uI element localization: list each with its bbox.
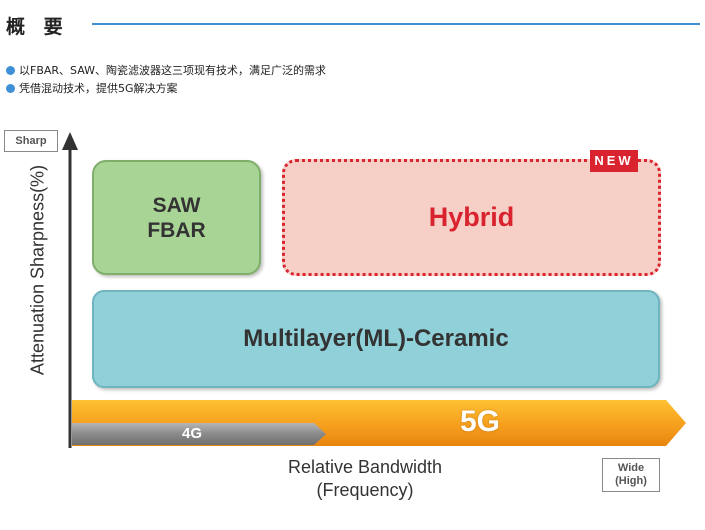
title-divider: [92, 23, 700, 25]
saw-fbar-box: SAW FBAR: [92, 160, 261, 275]
x-axis-label: Relative Bandwidth (Frequency): [230, 456, 500, 502]
x-axis-end-label-line1: Wide: [617, 462, 645, 474]
y-axis-label: Attenuation Sharpness(%): [27, 164, 48, 376]
saw-label: SAW: [152, 193, 201, 217]
bullet-dot-icon: [6, 83, 15, 93]
bullet-dot-icon: [6, 65, 15, 75]
x-axis-label-line2: (Frequency): [316, 480, 414, 500]
x-axis-end-label: Wide (High): [602, 458, 660, 492]
ceramic-label: Multilayer(ML)-Ceramic: [243, 325, 509, 352]
x-axis-label-line1: Relative Bandwidth: [287, 457, 443, 477]
new-badge: NEW: [590, 150, 638, 172]
y-axis-end-label: Sharp: [4, 130, 58, 152]
hybrid-box: Hybrid: [282, 159, 661, 276]
x-axis-end-label-line2: (High): [615, 475, 647, 487]
ceramic-box: Multilayer(ML)-Ceramic: [92, 290, 660, 388]
bullet-text: 凭借混动技术，提供5G解决方案: [19, 82, 178, 95]
bullet-item: 以FBAR、SAW、陶瓷滤波器这三项现有技术，满足广泛的需求: [6, 62, 326, 78]
band-4g-arrow: [72, 423, 326, 445]
bullet-item: 凭借混动技术，提供5G解决方案: [6, 80, 178, 96]
page-title: 概 要: [6, 16, 69, 38]
bullet-text: 以FBAR、SAW、陶瓷滤波器这三项现有技术，满足广泛的需求: [19, 64, 327, 77]
band-5g-label: 5G: [460, 405, 501, 438]
fbar-label: FBAR: [147, 218, 206, 242]
hybrid-label: Hybrid: [428, 202, 515, 232]
y-axis-arrowhead-icon: [62, 132, 78, 150]
band-4g-label: 4G: [182, 425, 203, 442]
